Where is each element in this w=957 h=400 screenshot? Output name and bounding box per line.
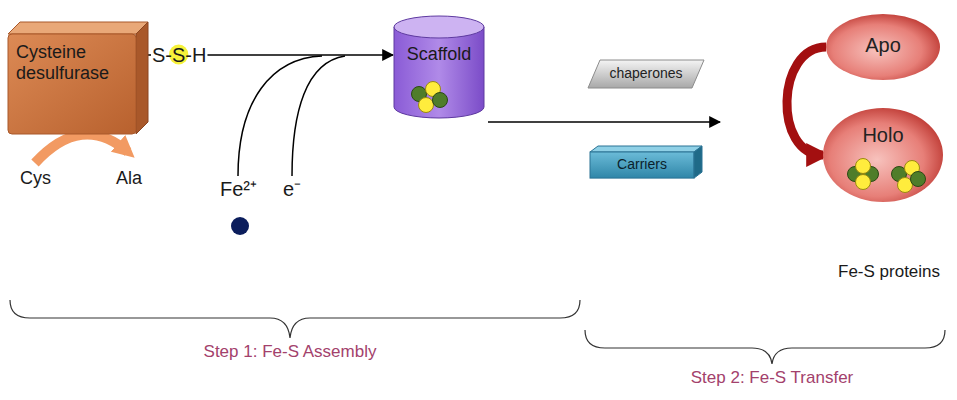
substrate-label: Cys [20,168,51,189]
brace [10,300,580,338]
node-label: Cysteine desulfurase [16,42,128,83]
cylinder-top [394,16,484,38]
electron-input-line [292,56,345,176]
node-label: Scaffold [393,44,485,65]
box-top [590,146,702,152]
cluster-atom [911,172,926,187]
box-front [590,152,694,178]
box-top [8,22,148,34]
protein-ellipse [823,108,943,202]
label-ground [151,44,207,67]
box-side [694,146,702,178]
step-label: Step 1: Fe-S Assembly [204,342,377,362]
node-label: Carriers [590,156,694,172]
step-label: Step 2: Fe-S Transfer [691,368,854,388]
cluster-atom [419,98,434,113]
slab-shape [588,60,704,88]
brace [585,330,945,364]
scaffold-cylinder: Scaffold [393,16,485,120]
turnover-arrow [35,134,128,163]
cylinder-body [394,27,484,118]
box-front [8,34,136,134]
node-label: Apo [826,34,940,57]
carrier-box: Carriers [590,146,702,178]
product-label: Ala [116,168,142,189]
apo-protein: Apo [826,14,940,80]
iron-ion-dot [231,217,249,235]
scaffold-cylinder-outline [393,16,485,120]
group-label: Fe-S proteins [838,262,940,282]
transfer-arrow [488,121,720,123]
cluster-atom [433,93,448,108]
cluster-atom [856,159,871,174]
iron-input-line [238,56,322,176]
holo-protein-outline [823,108,943,202]
node-label: Holo [823,124,943,147]
cluster-atom [856,175,871,190]
edge-label: S-S-H [152,44,206,67]
electron-label: e⁻ [283,178,301,201]
chaperone-slab: chaperones [588,60,704,88]
maturation-arrow [787,47,826,155]
node-label: chaperones [588,65,704,81]
iron-label: Fe²⁺ [220,178,257,201]
protein-ellipse [826,14,940,80]
box-side [136,22,148,134]
holo-protein: Holo [823,108,943,202]
enzyme-box: Cysteine desulfurase [8,22,148,134]
